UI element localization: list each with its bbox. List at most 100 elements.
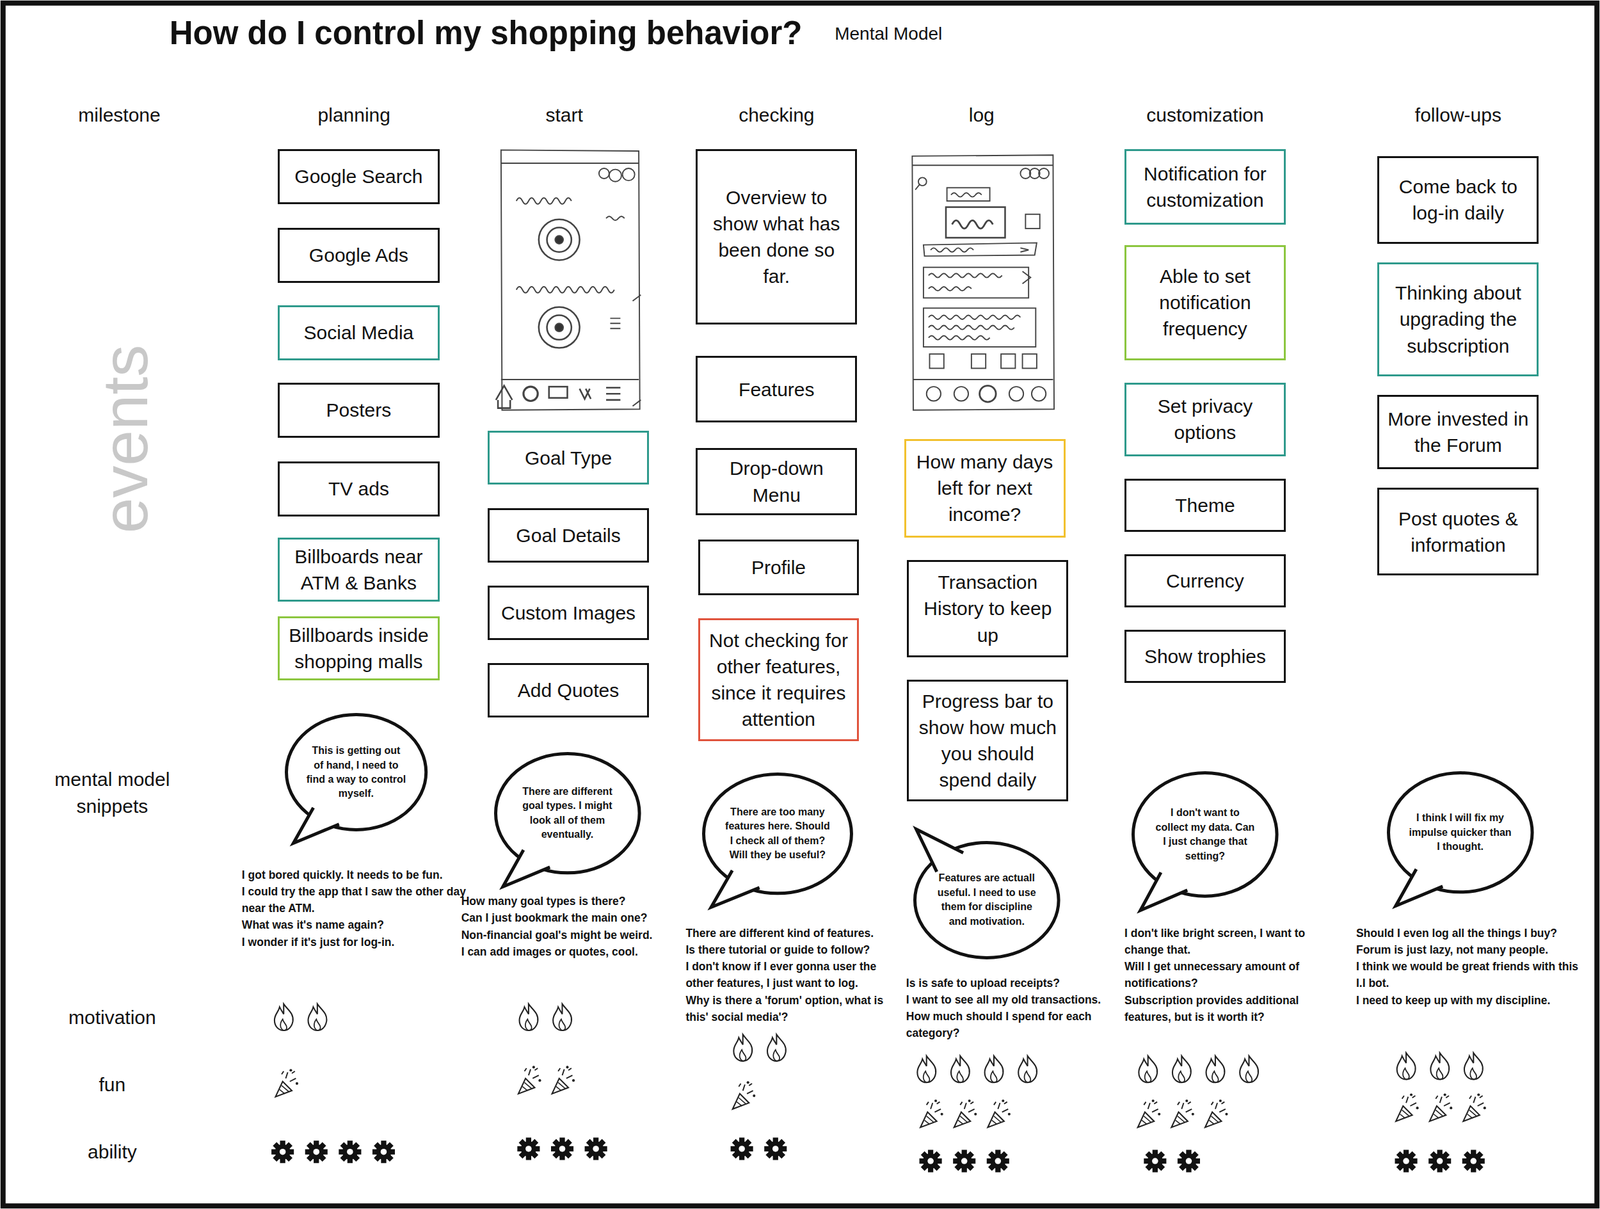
speech-bubble: There are too many features here. Should… — [702, 772, 854, 895]
popper-stripe — [1175, 1116, 1185, 1125]
event-box: Custom Images — [487, 585, 649, 640]
user-thought: I don't know if I ever gonna user the ot… — [685, 958, 904, 992]
bubble-tail — [916, 828, 964, 872]
gear-icon — [271, 1140, 294, 1163]
event-box: Show trophies — [1124, 629, 1286, 683]
flame-icon — [1172, 1056, 1192, 1083]
user-thought: Will I get unnecessary amount of notific… — [1124, 958, 1345, 992]
flame-icon — [733, 1034, 752, 1061]
thought-text: I think I will fix my impulse quicker th… — [1408, 810, 1512, 854]
event-text: Billboards inside shopping malls — [279, 622, 439, 675]
event-box: Overview to show what has been done so f… — [695, 149, 857, 325]
flame-icon — [1430, 1052, 1449, 1080]
event-box: Set privacy options — [1124, 382, 1286, 457]
flame-inner — [1402, 1068, 1410, 1080]
confetti — [960, 1102, 975, 1113]
confetti — [1008, 1112, 1011, 1116]
popper-cone — [1171, 1112, 1188, 1128]
goal-target — [554, 235, 564, 244]
gear-hole — [1152, 1157, 1159, 1165]
gear-hole — [346, 1148, 354, 1156]
popper-cone — [920, 1112, 937, 1128]
confetti — [538, 1079, 541, 1082]
handwriting-scribble — [928, 315, 1021, 340]
phone-sketch — [496, 149, 641, 410]
event-text: Social Media — [279, 319, 439, 346]
event-box: Google Search — [277, 149, 441, 205]
thought-text: There are different goal types. I might … — [515, 784, 619, 843]
flame-icon — [1206, 1056, 1225, 1083]
confetti — [1152, 1099, 1155, 1103]
gear-hole — [1436, 1157, 1444, 1165]
thought-text: Features are actuall useful. I need to u… — [935, 871, 1039, 929]
gear-hole — [380, 1148, 388, 1156]
popper-cone — [275, 1081, 292, 1097]
flame-outline — [733, 1034, 752, 1061]
event-text: Thinking about upgrading the subscriptio… — [1379, 279, 1537, 359]
event-box: How many days left for next income? — [904, 439, 1066, 539]
popper-stripe — [279, 1085, 289, 1094]
party-icon — [1171, 1099, 1195, 1128]
goal-target — [538, 307, 580, 349]
bubble-tail-fill — [502, 839, 555, 888]
gear-icon — [919, 1150, 943, 1173]
confetti — [558, 1068, 573, 1079]
flame-icon — [951, 1056, 970, 1083]
event-box: Billboards near ATM & Banks — [277, 537, 441, 602]
confetti — [1416, 1106, 1419, 1110]
flame-inner — [1212, 1071, 1219, 1083]
bubble-tail-fill — [1140, 861, 1193, 911]
column-header: planning — [252, 101, 457, 129]
gear-icon — [730, 1137, 754, 1160]
sketch-icon — [1025, 214, 1040, 229]
event-text: Currency — [1126, 567, 1284, 594]
event-text: Not checking for other features, since i… — [700, 627, 858, 733]
flame-outline — [1018, 1056, 1037, 1083]
phone-sketch — [912, 154, 1055, 411]
party-icon — [987, 1099, 1011, 1128]
bubble-tail-fill — [293, 797, 344, 844]
flame-icon — [1239, 1056, 1259, 1083]
confetti — [1449, 1106, 1453, 1110]
flame-inner — [559, 1018, 566, 1031]
event-box: More invested in the Forum — [1377, 394, 1539, 470]
user-thought: Is is safe to upload receipts? — [906, 974, 1125, 992]
goal-target — [554, 323, 564, 332]
speech-bubble: I don't want to collect my data. Can I j… — [1131, 771, 1279, 898]
bubble-ellipse — [495, 753, 640, 873]
flame-icon — [767, 1034, 786, 1061]
user-thought: I can add images or quotes, cool. — [461, 943, 680, 960]
popper-stripe — [556, 1082, 566, 1091]
speech-bubble: Features are actuall useful. I need to u… — [913, 840, 1061, 960]
nav-icon — [979, 385, 997, 403]
user-thought: How many goal types is there? — [461, 892, 680, 910]
bubble-tail — [1140, 872, 1188, 911]
user-thought: Is there tutorial or guide to follow? — [685, 941, 904, 959]
user-thought: Should I even log all the things I buy? — [1356, 924, 1590, 942]
gear-icon — [1462, 1150, 1485, 1173]
gear-body — [342, 1144, 358, 1160]
flame-inner — [314, 1018, 321, 1031]
gear-body — [734, 1141, 750, 1157]
search-icon — [915, 184, 920, 191]
goal-target — [547, 315, 572, 340]
party-icon — [518, 1065, 542, 1094]
goal-target — [547, 227, 572, 252]
gear-hole — [559, 1145, 566, 1152]
page-frame — [3, 3, 1597, 1206]
confetti — [1443, 1093, 1447, 1096]
event-text: Google Search — [279, 163, 439, 190]
status-bar — [501, 162, 639, 164]
bubble-outline — [913, 840, 1061, 960]
handwriting-scribble — [951, 192, 982, 197]
confetti — [926, 1102, 941, 1113]
confetti — [532, 1065, 536, 1069]
confetti — [1435, 1095, 1450, 1106]
gear-icon — [338, 1140, 361, 1163]
bubble-outline — [284, 712, 428, 832]
confetti — [968, 1099, 971, 1103]
confetti — [1177, 1102, 1192, 1113]
confetti — [1211, 1102, 1226, 1113]
gear-hole — [592, 1145, 600, 1152]
event-box: Able to set notification frequency — [1124, 245, 1286, 361]
